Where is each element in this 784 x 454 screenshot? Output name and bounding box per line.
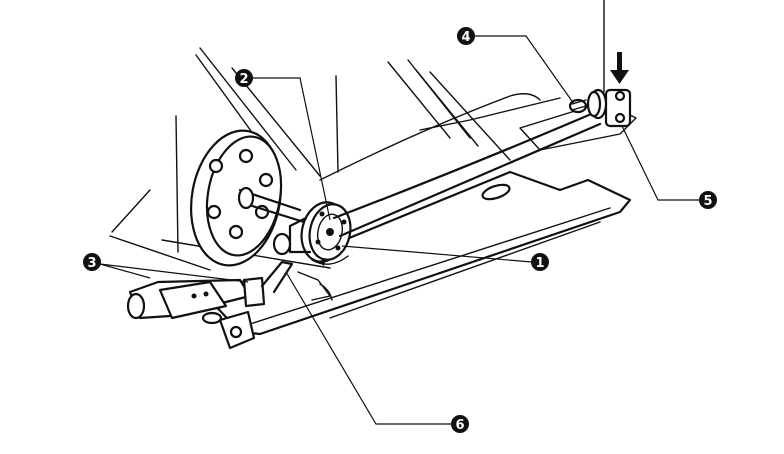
callout-badge-6: 6 bbox=[451, 415, 469, 433]
callout-leaders bbox=[99, 35, 700, 425]
callout-badge-2: 2 bbox=[235, 69, 253, 87]
machine-body bbox=[109, 47, 561, 271]
callout-number: 5 bbox=[703, 194, 712, 209]
callout-number: 3 bbox=[87, 256, 96, 271]
callout-number: 1 bbox=[535, 256, 544, 271]
down-arrow-icon bbox=[610, 52, 629, 84]
tension-unit bbox=[568, 88, 632, 128]
drive-wheel bbox=[189, 129, 306, 267]
thread-path bbox=[332, 0, 605, 238]
callout-badge-4: 4 bbox=[457, 27, 475, 45]
callout-number: 6 bbox=[455, 418, 464, 433]
slot-oval bbox=[481, 183, 511, 201]
callout-number: 4 bbox=[461, 30, 470, 45]
callout-number: 2 bbox=[239, 72, 248, 87]
slot-oval-left bbox=[201, 311, 223, 325]
callout-badge-5: 5 bbox=[699, 191, 717, 209]
bobbin-assembly bbox=[272, 201, 352, 266]
callout-badge-1: 1 bbox=[531, 253, 549, 271]
callout-badge-3: 3 bbox=[83, 253, 101, 271]
winder-lever bbox=[126, 260, 333, 350]
